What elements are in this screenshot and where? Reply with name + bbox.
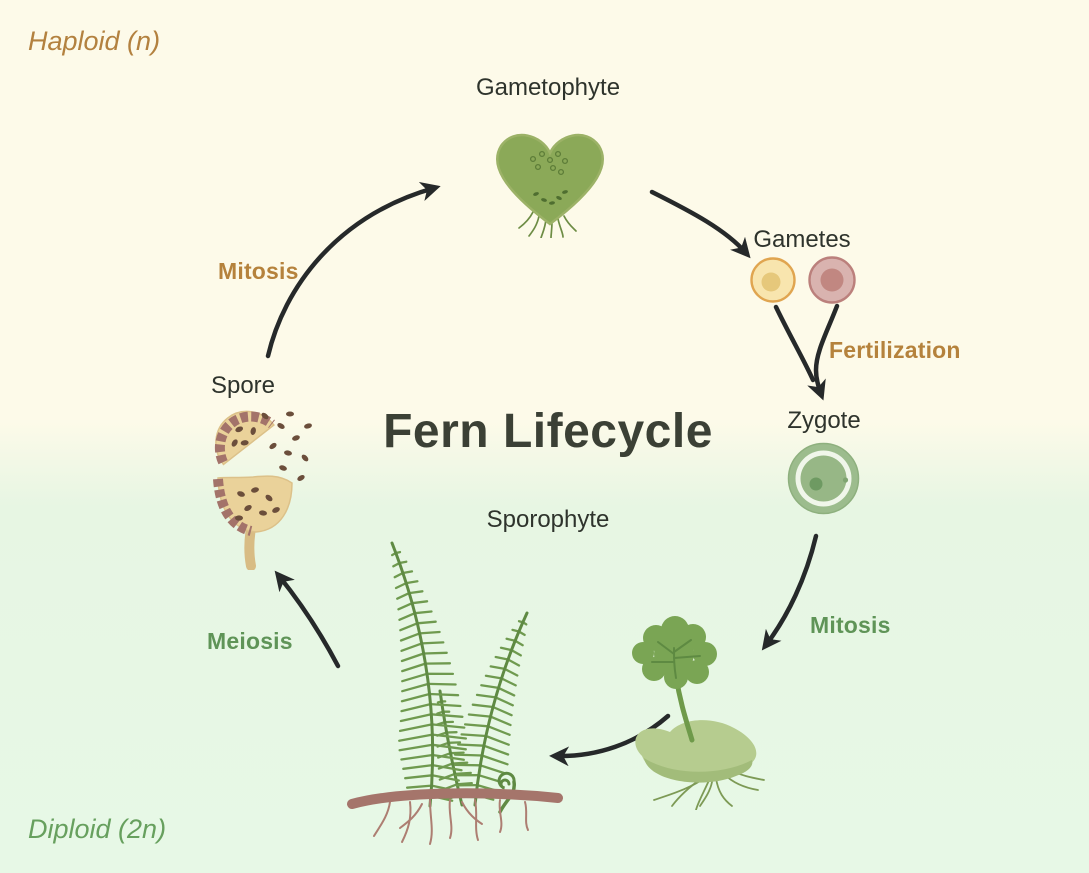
young-sporophyte-illustration [632, 616, 765, 810]
mitosis-bottom-label: Mitosis [810, 612, 891, 638]
diagram-title: Fern Lifecycle [383, 405, 713, 458]
leaf-veins [651, 639, 701, 679]
gametes-label: Gametes [753, 226, 851, 253]
spore-label: Spore [210, 372, 276, 399]
sporangium-lower-capsule [213, 475, 293, 536]
arrow-fern-to-spore [274, 570, 341, 669]
mitosis-top-label: Mitosis [218, 258, 299, 284]
arrow-young-sporophyte-to-fern [549, 713, 671, 767]
arrow-spore-to-gametophyte [265, 182, 441, 359]
fern-roots [373, 799, 529, 845]
arrow-egg-to-zygote [773, 304, 816, 383]
sporophyte-label: Sporophyte [486, 506, 610, 533]
egg-gamete-circle [750, 257, 796, 303]
meiosis-label: Meiosis [207, 628, 293, 654]
arrow-zygote-to-young-sporophyte [761, 533, 819, 651]
old-prothallus-base [635, 720, 757, 783]
diploid-phase-label: Diploid (2n) [28, 814, 167, 844]
fern-fronds [390, 541, 529, 808]
gametes-illustration [750, 256, 856, 304]
archegonia-dots [533, 190, 568, 205]
haploid-phase-label: Haploid (n) [28, 26, 161, 56]
prothallus-heart [496, 133, 604, 226]
sperm-gamete-circle [808, 256, 856, 304]
gametophyte-illustration [496, 133, 604, 238]
arrow-gametophyte-to-gametes [649, 189, 751, 259]
antheridia-dots [529, 150, 569, 176]
sporangium-upper-capsule [214, 410, 275, 466]
fern-illustration [347, 541, 563, 845]
zygote-label: Zygote [787, 407, 861, 434]
released-spores [261, 411, 312, 481]
gametophyte-label: Gametophyte [475, 74, 621, 101]
fertilization-label: Fertilization [829, 337, 961, 363]
spore-illustration [213, 410, 312, 570]
fern-rhizome [347, 788, 563, 809]
arrow-sperm-to-zygote [807, 303, 840, 401]
zygote-illustration [787, 442, 860, 515]
zygote-nucleus [809, 477, 823, 491]
